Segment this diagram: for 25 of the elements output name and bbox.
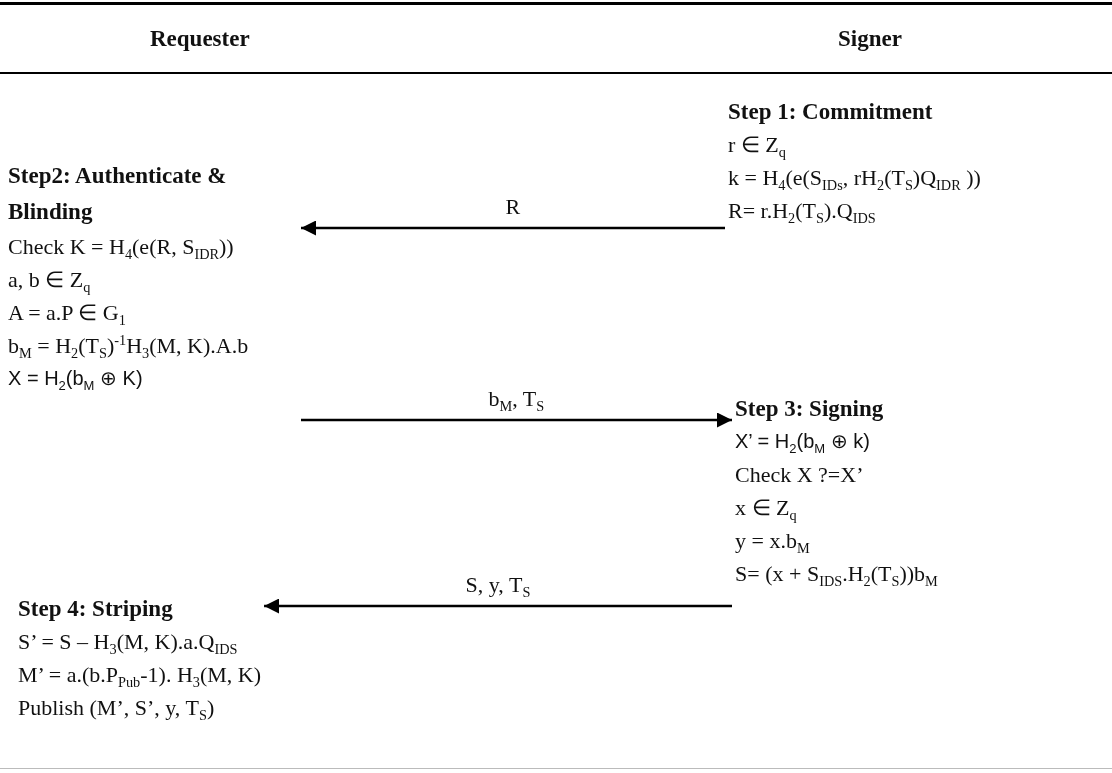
- arrow: [301, 220, 725, 236]
- formula-text: k = H$_{4}$(e(S$_{IDs}$, rH$_{2}$(T$_{S}$)Q$_{IDR}$ )): [728, 164, 981, 194]
- step-heading: Step2: Authenticate & Blinding: [8, 162, 228, 226]
- formula-text: A = a.P ∈ G$_{1}$: [8, 299, 126, 329]
- formula-text: S’ = S – H$_{3}$(M, K).a.Q$_{IDS}$: [18, 628, 238, 658]
- formula-text: b$_{M}$ = H$_{2}$(T$_{S}$)$^{-1}$H$_{3}$(M, K).A.b: [8, 330, 249, 362]
- step-heading: Step 3: Signing: [735, 395, 884, 423]
- formula-text: Check X ?=X’: [735, 461, 864, 489]
- formula-text: r ∈ Z$_{q}$: [728, 131, 786, 161]
- formula-text: S= (x + S$_{IDS}$.H$_{2}$(T$_{S}$))b$_{M}$: [735, 560, 938, 590]
- step-heading: Step 4: Striping: [18, 595, 173, 623]
- column-header: Signer: [838, 26, 902, 52]
- formula-text: Publish (M’, S’, y, T$_{S}$): [18, 694, 215, 724]
- formula-text: a, b ∈ Z$_{q}$: [8, 266, 91, 296]
- arrow: [301, 412, 732, 428]
- formula-text: M’ = a.(b.P$_{Pub}$-1). H$_{3}$(M, K): [18, 661, 262, 691]
- arrow: [264, 598, 732, 614]
- formula-text: R= r.H$_{2}$(T$_{S}$).Q$_{IDS}$: [728, 197, 876, 227]
- formula-text: Check K = H$_{4}$(e(R, S$_{IDR}$)): [8, 233, 234, 263]
- formula-text: y = x.b$_{M}$: [735, 527, 810, 557]
- column-header: Requester: [150, 26, 250, 52]
- formula-text: x ∈ Z$_{q}$: [735, 494, 797, 524]
- formula-text: X = H$_{2}$(b$_{M}$ ⊕ K): [8, 366, 143, 395]
- step-heading: Step 1: Commitment: [728, 98, 933, 126]
- formula-text: X’ = H$_{2}$(b$_{M}$ ⊕ k): [735, 429, 870, 458]
